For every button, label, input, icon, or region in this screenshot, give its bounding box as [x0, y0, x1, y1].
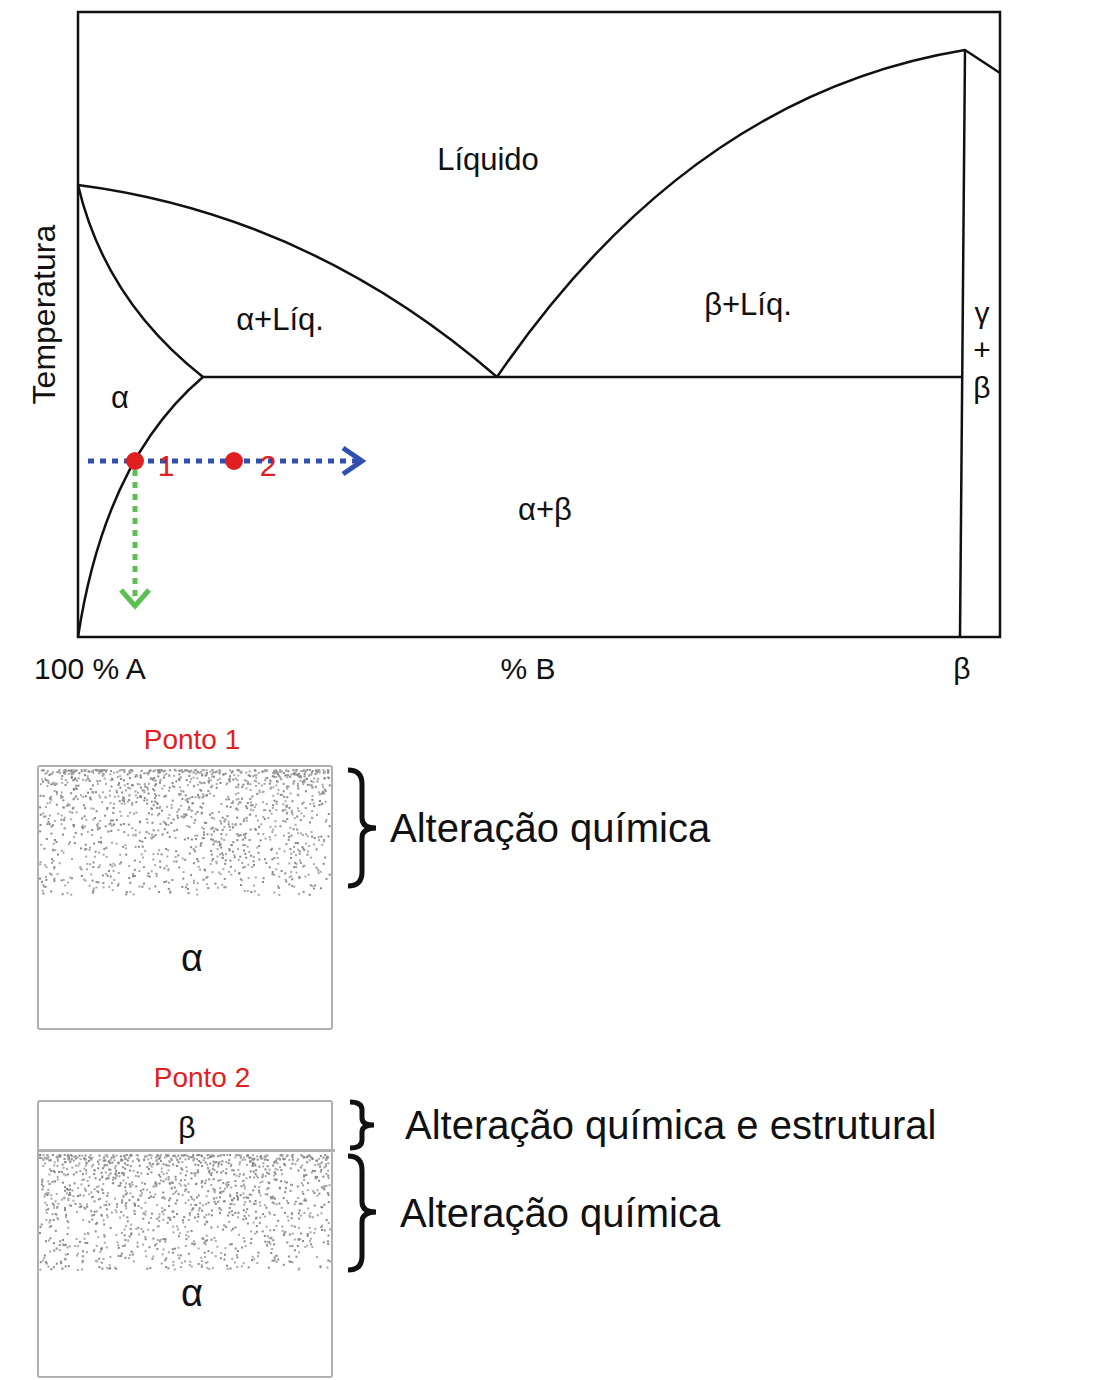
callout-number: 1 [158, 449, 175, 482]
region-label: α+β [518, 493, 572, 527]
surface-layer: β [39, 1102, 335, 1152]
region-label: γ + β [967, 294, 997, 407]
region-label: β+Líq. [704, 288, 792, 322]
annotation: Alteração química e estrutural [405, 1103, 936, 1147]
phase-label: α [181, 1273, 203, 1315]
arrow-head [343, 448, 362, 474]
region-label: Líquido [437, 143, 539, 177]
arrow-head [121, 590, 149, 606]
point-marker [225, 452, 243, 470]
plot-frame [78, 12, 1000, 637]
axis-label: % B [500, 652, 555, 685]
solidus-curve [78, 185, 203, 377]
sample-heading: Ponto 1 [144, 725, 241, 756]
axis-title: Temperatura [27, 225, 62, 405]
point-marker [126, 452, 144, 470]
axis-label: β [953, 652, 970, 685]
beta-boundary [960, 50, 965, 637]
axis-label: 100 % A [34, 652, 146, 685]
liquidus-curve [78, 185, 497, 377]
phase-label: α [181, 938, 203, 980]
liquidus-curve [497, 50, 1000, 377]
cooling-arrow [133, 470, 138, 603]
brace [348, 770, 376, 886]
region-label: α [111, 381, 129, 415]
callout-number: 2 [260, 449, 277, 482]
solvus-curve [78, 377, 203, 637]
region-label: α+Líq. [236, 303, 324, 337]
annotation: Alteração química [400, 1191, 720, 1235]
brace [348, 1156, 376, 1270]
eutectic-line [203, 376, 962, 379]
diffusion-texture [39, 767, 335, 1032]
brace [350, 1102, 374, 1148]
sample-heading: Ponto 2 [154, 1063, 251, 1094]
sample-cross-section: Ponto 1α [37, 765, 333, 1030]
annotation: Alteração química [390, 806, 710, 850]
phase-label: β [178, 1111, 195, 1144]
sample-cross-section: Ponto 2αβ [37, 1100, 333, 1378]
diffusion-texture [39, 1102, 335, 1380]
